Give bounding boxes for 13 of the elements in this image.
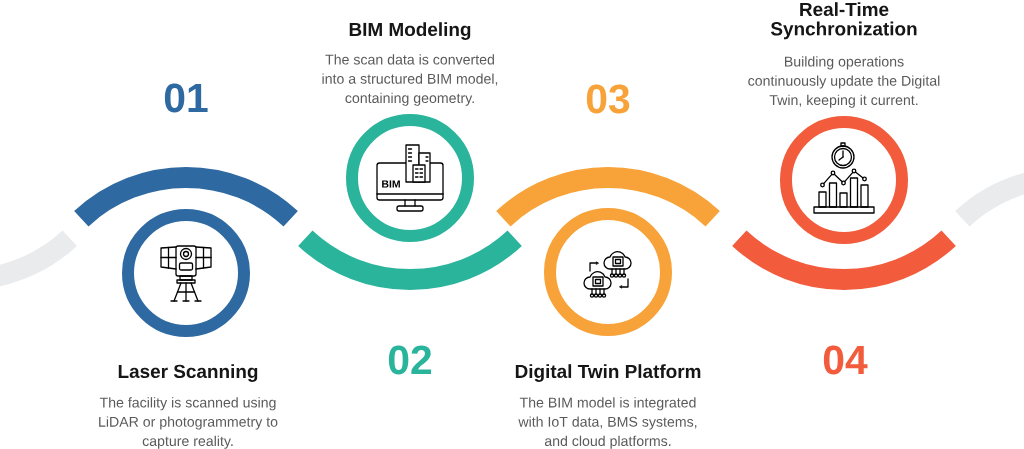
step-title: Real-Time Synchronization [770, 2, 917, 40]
step-description: The scan data is converted into a structured BIM model, containing geometry. [322, 54, 498, 106]
step-number: 03 [586, 84, 630, 114]
step-number: 02 [388, 345, 432, 375]
screen-label: BIM [382, 180, 400, 188]
step-description: The BIM model is integrated with IoT data, BMS systems, and cloud platforms. [518, 397, 697, 449]
step-title: BIM Modeling [349, 22, 471, 40]
step-title: Digital Twin Platform [515, 364, 701, 382]
step-title: Laser Scanning [118, 364, 258, 382]
step-description: The facility is scanned using LiDAR or photogrammetry to capture reality. [99, 397, 278, 449]
step-number: 04 [823, 345, 868, 375]
step-description: Building operations continuously update the Digital Twin, keeping it current. [748, 56, 940, 108]
step-number: 01 [164, 83, 208, 113]
